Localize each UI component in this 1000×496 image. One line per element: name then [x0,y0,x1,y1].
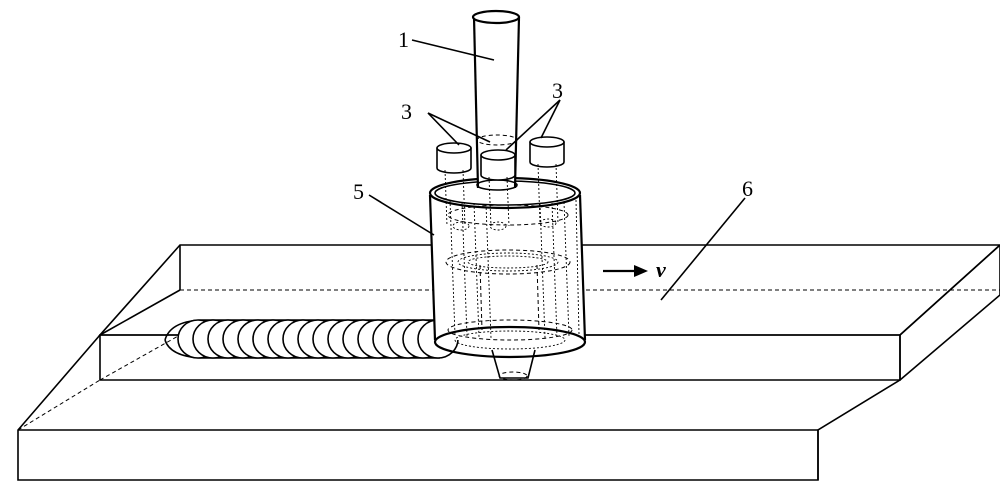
label-5: 5 [353,179,364,204]
workpiece-plate [17,244,1000,481]
label-6: 6 [742,176,753,201]
tool-cylinder [428,176,587,381]
sensor-left [436,142,472,227]
sensor-middle [480,149,516,227]
label-3-right: 3 [552,78,563,103]
leader-lines [368,39,746,301]
sensor-right [529,136,565,224]
weld-bead [164,319,459,359]
velocity-label: v [656,257,666,282]
label-1: 1 [398,27,409,52]
velocity-arrow [603,265,648,277]
label-3-left: 3 [401,99,412,124]
